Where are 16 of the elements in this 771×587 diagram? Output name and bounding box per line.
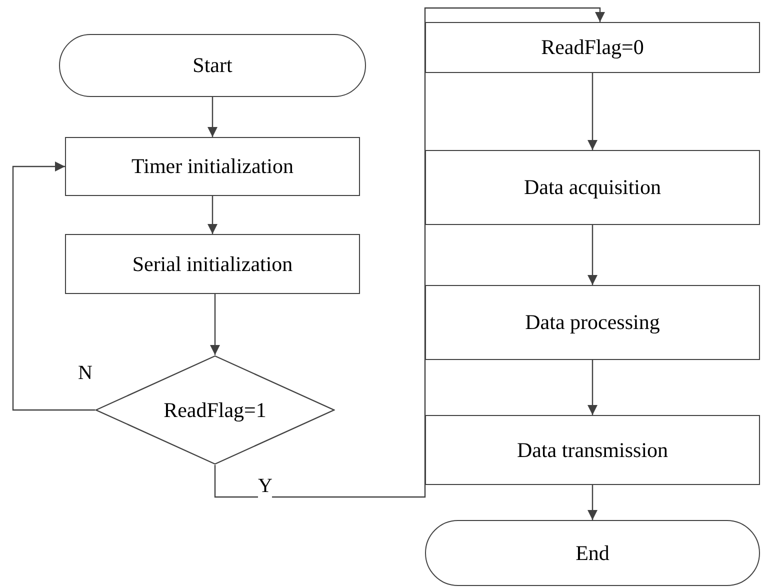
process-box xyxy=(425,150,760,225)
node-text: Serial initialization xyxy=(132,252,293,276)
node-text: Timer initialization xyxy=(132,154,294,179)
node-text: ReadFlag=1 xyxy=(164,398,266,422)
node-text: ReadFlag=0 xyxy=(541,35,644,60)
node-text: End xyxy=(576,540,610,566)
process-box xyxy=(425,22,760,73)
node-text: Data processing xyxy=(525,310,660,335)
process-box xyxy=(425,285,760,360)
process-box xyxy=(425,415,760,485)
decision-diamond xyxy=(95,355,335,465)
node-text: Data transmission xyxy=(516,438,668,462)
node-text: Start xyxy=(192,53,232,78)
process-box xyxy=(65,137,360,196)
node-text: Data acquisition xyxy=(524,175,662,200)
process-box xyxy=(65,234,360,294)
